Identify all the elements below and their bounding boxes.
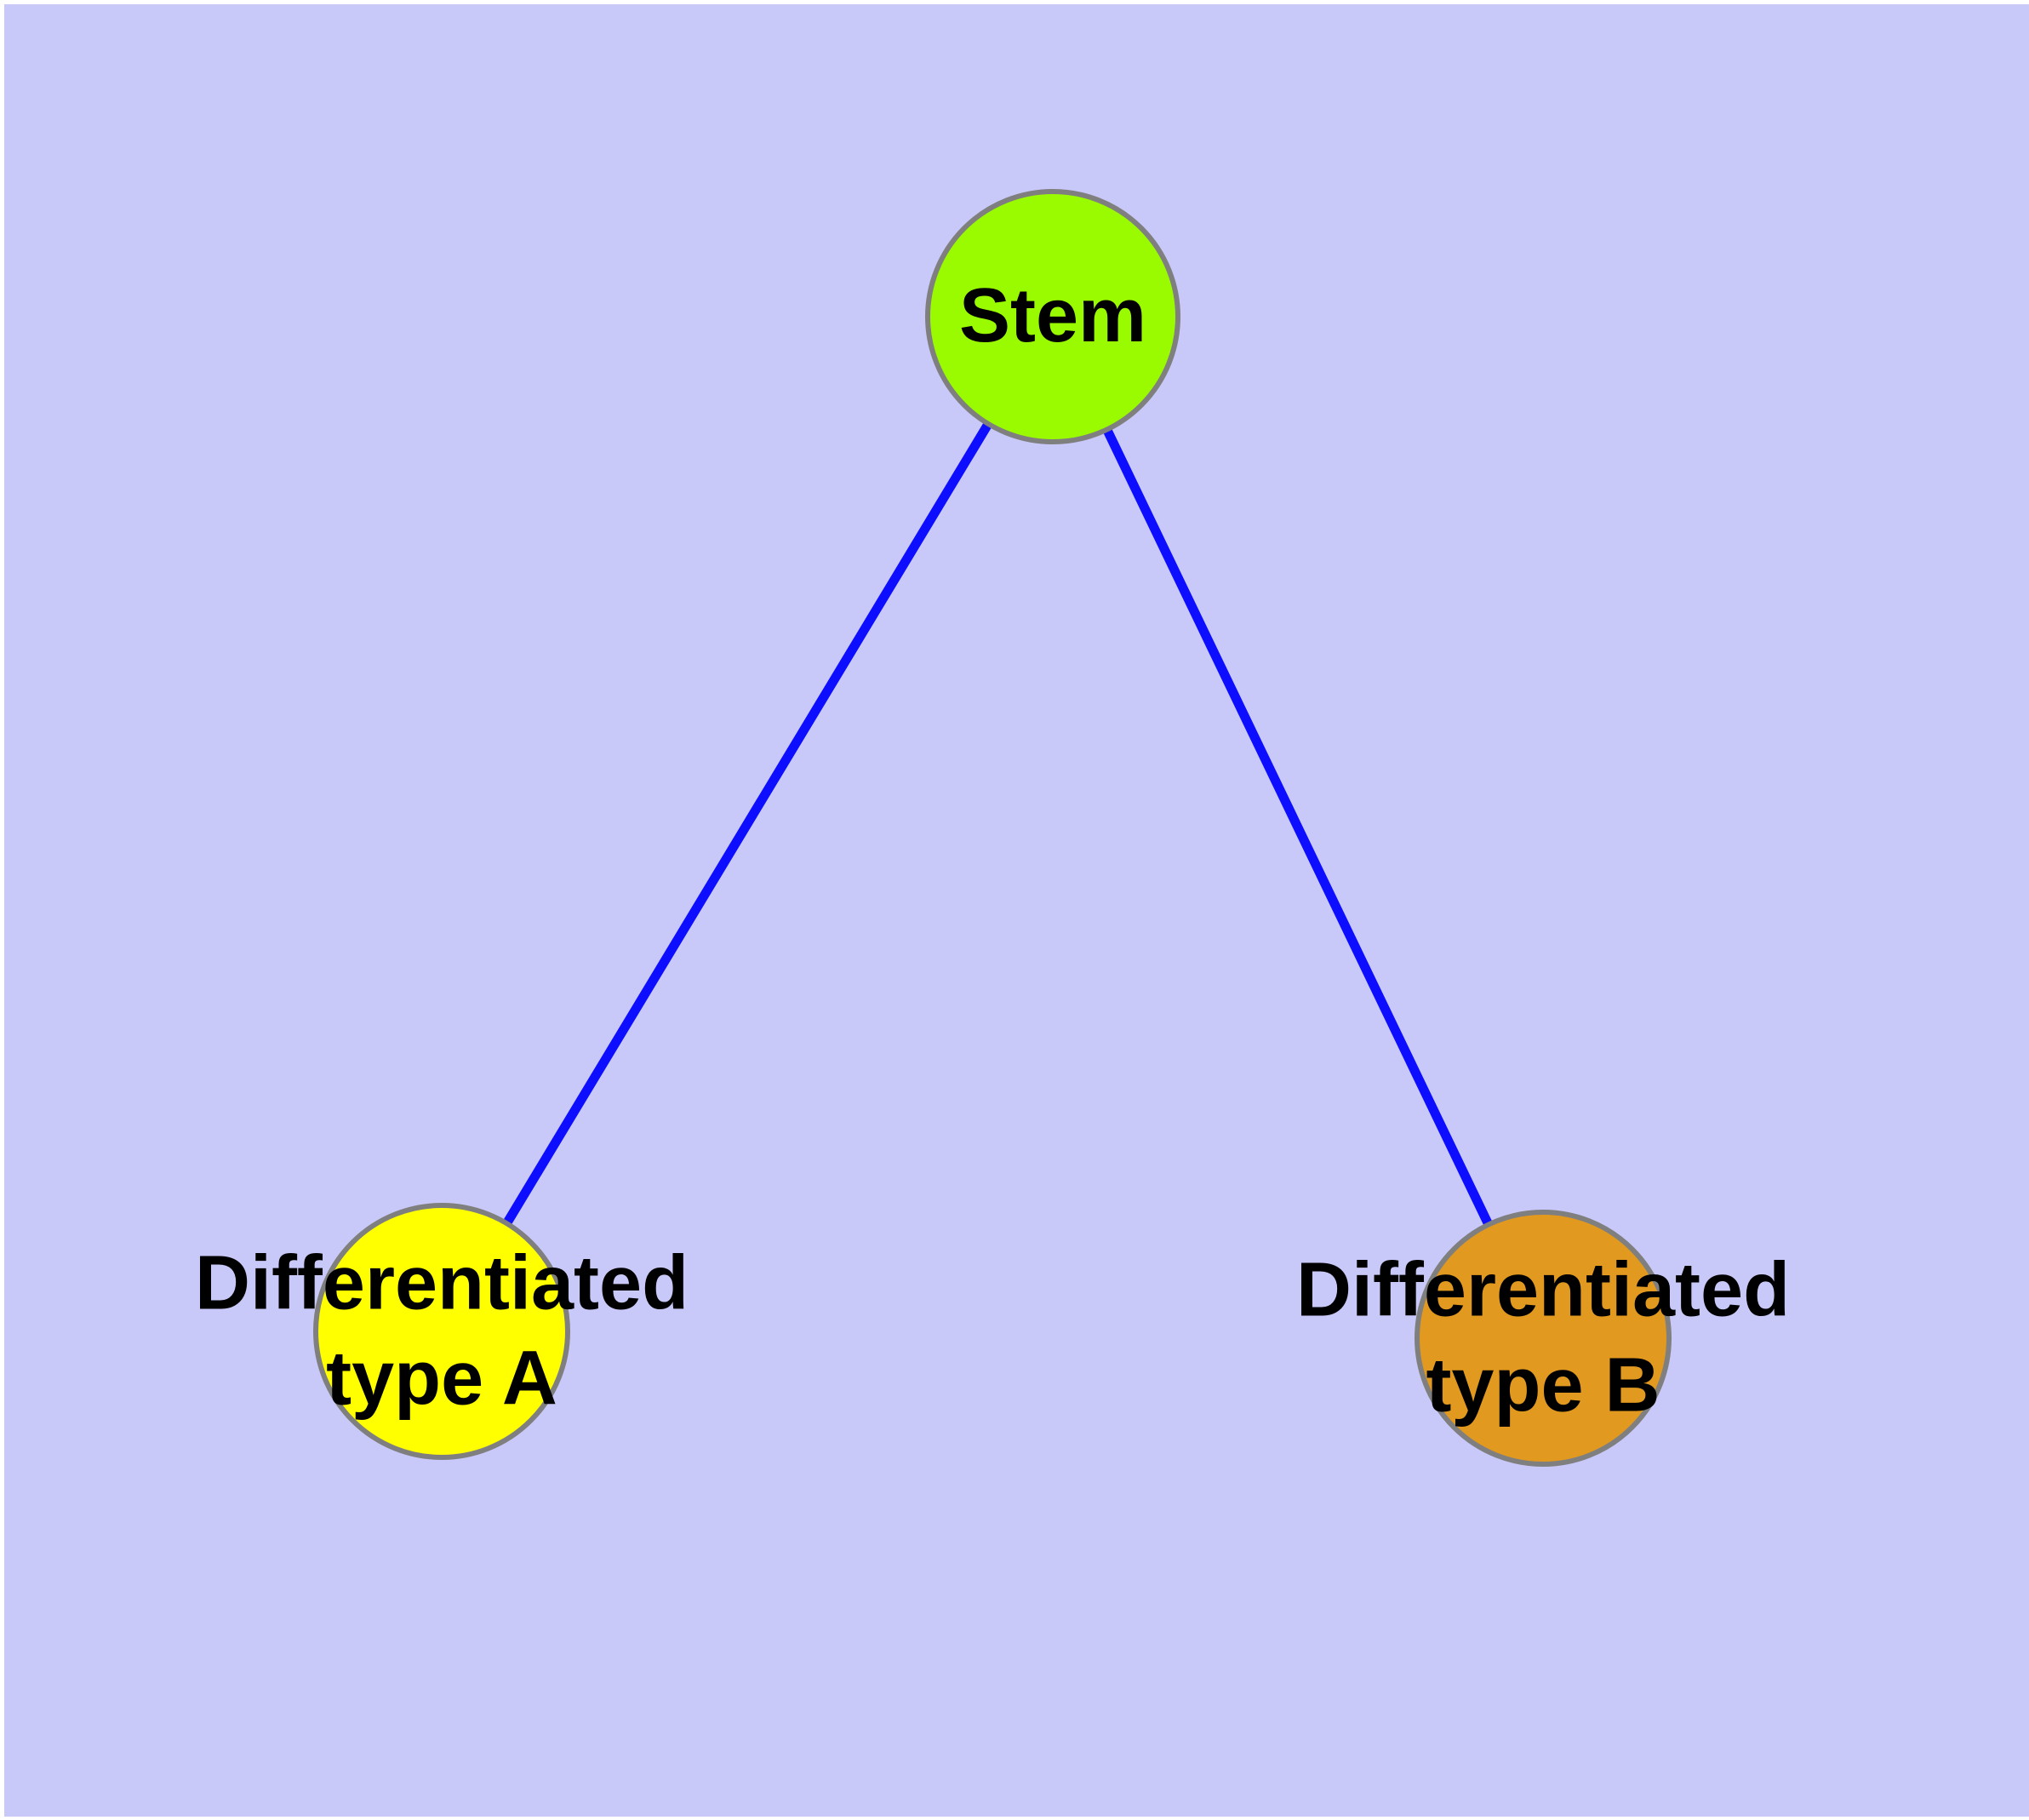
edge-line bbox=[1049, 314, 1547, 1341]
node-stem: Stem bbox=[925, 189, 1180, 444]
node-stem-label: Stem bbox=[958, 273, 1147, 359]
node-differentiated-type-b-label: Differentiated type B bbox=[1295, 1247, 1791, 1428]
node-differentiated-type-b: Differentiated type B bbox=[1296, 1210, 1790, 1467]
edge-line bbox=[437, 314, 1057, 1334]
node-differentiated-type-a: Differentiated type A bbox=[195, 1203, 689, 1460]
node-differentiated-type-a-label: Differentiated type A bbox=[194, 1240, 689, 1421]
